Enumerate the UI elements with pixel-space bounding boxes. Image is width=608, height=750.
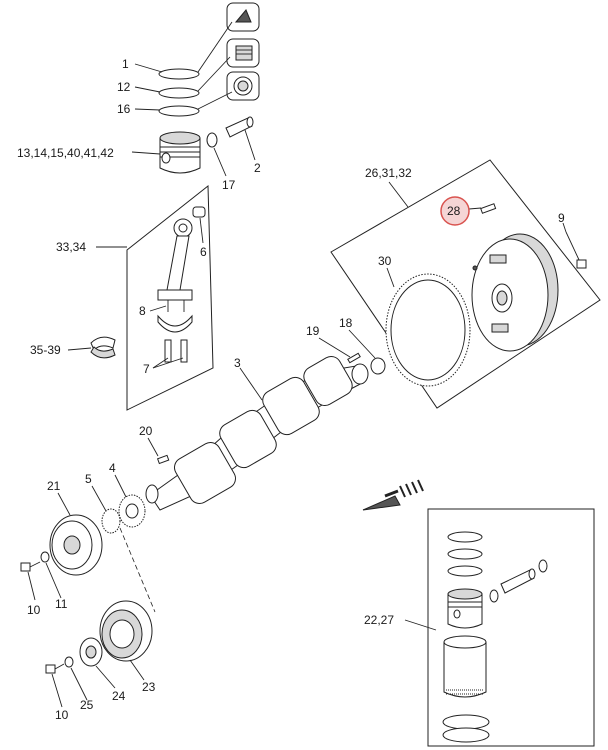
ring-profile-icon-1[interactable] (226, 2, 260, 32)
piston[interactable] (159, 131, 201, 174)
label-22-27[interactable]: 22,27 (364, 613, 394, 627)
piston-ring-16[interactable] (158, 105, 200, 117)
pin-19[interactable] (347, 352, 361, 364)
liner-ring-1[interactable] (447, 531, 483, 543)
dowel-28[interactable] (480, 203, 497, 214)
liner-ring-2[interactable] (447, 548, 483, 560)
label-8[interactable]: 8 (139, 304, 146, 318)
label-19[interactable]: 19 (306, 324, 320, 338)
ring-profile-icon-12[interactable] (226, 38, 260, 68)
label-16[interactable]: 16 (117, 102, 131, 116)
label-10-top[interactable]: 10 (27, 603, 41, 617)
piston-group (158, 2, 260, 174)
label-9[interactable]: 9 (558, 211, 565, 225)
bearing-shells[interactable] (90, 336, 116, 359)
bolt-10a[interactable] (20, 561, 41, 572)
label-12[interactable]: 12 (117, 80, 131, 94)
flywheel-bolt-9[interactable] (565, 231, 587, 269)
washer-25[interactable] (64, 656, 74, 668)
damper-23[interactable] (99, 600, 153, 662)
label-30[interactable]: 30 (378, 254, 392, 268)
leader-lines (27, 63, 567, 708)
flywheel-group (330, 159, 601, 409)
pulley-21[interactable] (49, 514, 103, 576)
front-gears (101, 494, 146, 534)
callout-labels: 1 12 16 13,14,15,40,41,42 17 2 33,34 6 8… (17, 57, 565, 722)
bolt-10b[interactable] (45, 663, 65, 674)
label-17[interactable]: 17 (222, 178, 236, 192)
piston-ring-12[interactable] (158, 87, 200, 99)
label-4[interactable]: 4 (109, 461, 116, 475)
direction-arrow-icon (362, 479, 424, 511)
gear-5[interactable] (101, 508, 121, 534)
small-end-bushing[interactable] (192, 206, 206, 218)
ring-gear[interactable] (385, 273, 471, 387)
label-5[interactable]: 5 (85, 472, 92, 486)
rod-bolts[interactable] (164, 300, 188, 363)
seal-18[interactable] (370, 357, 386, 375)
highlight-28 (440, 196, 470, 226)
washer-11[interactable] (40, 551, 50, 563)
crankshaft[interactable] (145, 353, 369, 511)
label-23[interactable]: 23 (142, 680, 156, 694)
piston-ring-1[interactable] (158, 68, 200, 80)
label-28[interactable]: 28 (447, 204, 461, 218)
label-10-bottom[interactable]: 10 (55, 708, 69, 722)
label-1[interactable]: 1 (122, 57, 129, 71)
label-21[interactable]: 21 (47, 479, 61, 493)
key-20[interactable] (156, 454, 170, 465)
label-20[interactable]: 20 (139, 424, 153, 438)
label-24[interactable]: 24 (112, 689, 126, 703)
label-26-31-32[interactable]: 26,31,32 (365, 166, 412, 180)
label-33-34[interactable]: 33,34 (56, 240, 86, 254)
label-3[interactable]: 3 (234, 356, 241, 370)
liner-piston[interactable] (447, 588, 483, 629)
liner-ring-3[interactable] (447, 565, 483, 577)
gear-4[interactable] (118, 494, 146, 528)
liner-seal-2[interactable] (442, 727, 490, 743)
piston-pin[interactable] (225, 116, 254, 138)
label-18[interactable]: 18 (339, 316, 353, 330)
label-25[interactable]: 25 (80, 698, 94, 712)
label-6[interactable]: 6 (200, 245, 207, 259)
liner-snap-ring-2[interactable] (538, 559, 548, 573)
label-7[interactable]: 7 (143, 362, 150, 376)
label-2[interactable]: 2 (254, 161, 261, 175)
liner-snap-ring[interactable] (489, 589, 499, 603)
ring-profile-icon-16[interactable] (226, 71, 260, 101)
connecting-rod-group (90, 184, 214, 411)
hub-24[interactable] (79, 637, 103, 667)
label-13-42[interactable]: 13,14,15,40,41,42 (17, 146, 114, 160)
cylinder-liner[interactable] (443, 635, 487, 698)
label-11[interactable]: 11 (55, 597, 68, 611)
label-35-39[interactable]: 35-39 (30, 343, 61, 357)
liner-kit-group (427, 508, 595, 747)
liner-piston-pin[interactable] (500, 568, 536, 594)
liner-seal-1[interactable] (442, 714, 490, 730)
snap-ring-17[interactable] (206, 132, 218, 148)
flywheel[interactable] (471, 233, 559, 352)
connecting-rod[interactable] (157, 218, 193, 333)
